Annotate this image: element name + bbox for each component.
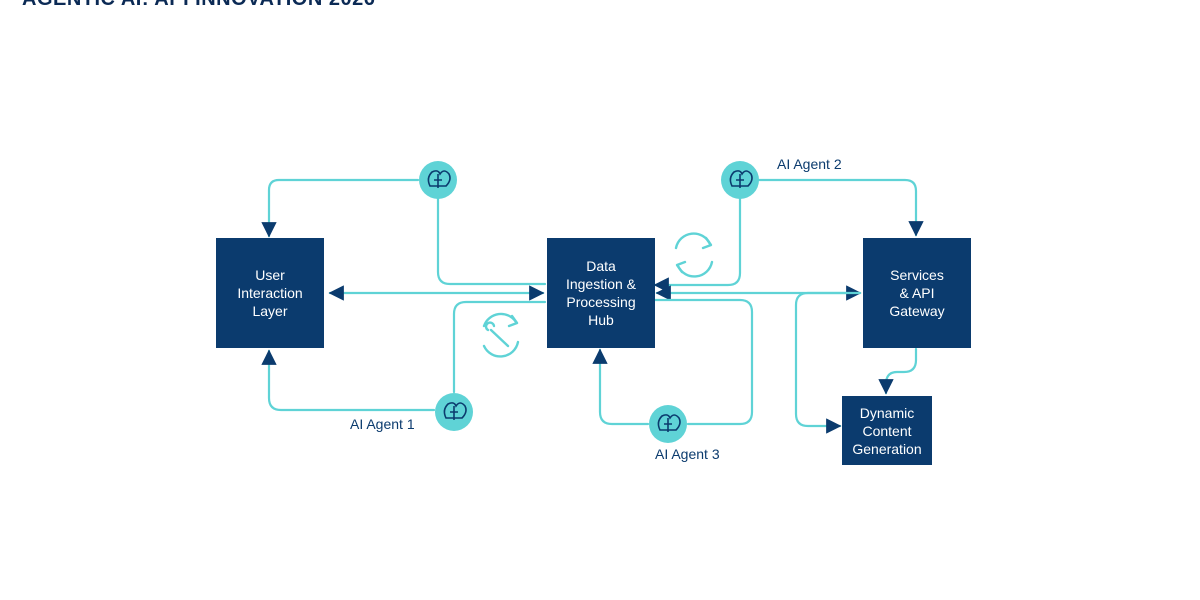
services-gateway-box[interactable]: Services & API Gateway bbox=[863, 238, 971, 348]
connector-hub-to-agent3-loop bbox=[653, 298, 754, 426]
user-interaction-layer-box[interactable]: User Interaction Layer bbox=[216, 238, 324, 348]
agent-node-2[interactable] bbox=[721, 161, 759, 199]
connector-agent1-to-hub bbox=[452, 300, 547, 394]
brain-icon bbox=[443, 402, 467, 420]
connector-agent2-to-gateway bbox=[756, 178, 924, 237]
brain-icon bbox=[657, 414, 681, 432]
dynamic-content-label: Dynamic Content Generation bbox=[852, 404, 922, 457]
connector-gateway-to-dynamic bbox=[878, 347, 918, 395]
connector-agent3-to-hub bbox=[592, 348, 650, 426]
dynamic-content-box[interactable]: Dynamic Content Generation bbox=[842, 396, 932, 465]
agent2-label: AI Agent 2 bbox=[777, 156, 842, 172]
brain-icon bbox=[729, 170, 753, 188]
brain-icon bbox=[427, 170, 451, 188]
agent-node-1[interactable] bbox=[435, 393, 473, 431]
services-gateway-label: Services & API Gateway bbox=[889, 267, 945, 319]
connector-gateway-to-dynamic-left bbox=[794, 291, 862, 434]
page-title: AGENTIC AI: API INNOVATION 2026 bbox=[22, 0, 375, 11]
data-hub-box[interactable]: Data Ingestion & Processing Hub bbox=[547, 238, 655, 348]
connector-agent1-to-user-layer bbox=[261, 349, 436, 412]
connector-top-agent-to-user-layer bbox=[261, 178, 420, 238]
data-hub-label: Data Ingestion & Processing Hub bbox=[565, 258, 637, 328]
agent3-label: AI Agent 3 bbox=[655, 446, 720, 462]
wrench-cycle-icon bbox=[482, 312, 520, 358]
refresh-cycle-icon bbox=[674, 232, 714, 278]
agent-node-3[interactable] bbox=[649, 405, 687, 443]
agent1-label: AI Agent 1 bbox=[350, 416, 415, 432]
connector-agent2-to-hub bbox=[653, 196, 742, 293]
user-interaction-layer-label: User Interaction Layer bbox=[237, 267, 303, 319]
agent-node-top[interactable] bbox=[419, 161, 457, 199]
connector-top-agent-to-hub bbox=[436, 196, 547, 286]
